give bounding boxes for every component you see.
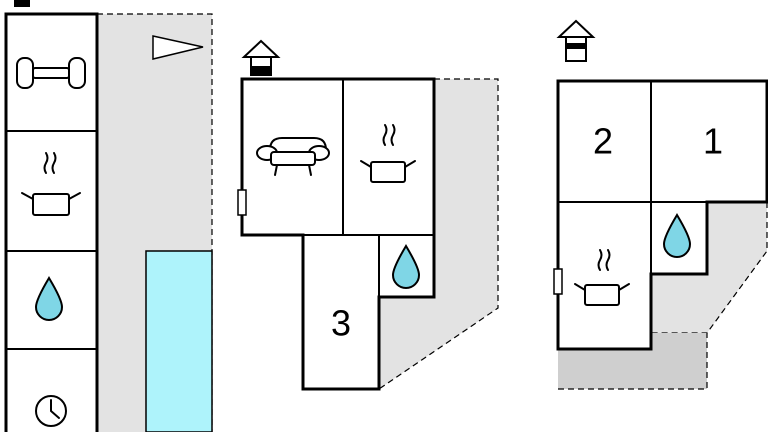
living-sofa-icon [256, 137, 330, 176]
bedroom-number: 2 [593, 121, 613, 162]
pool [145, 250, 213, 432]
floor-level-icon [241, 39, 281, 76]
middle-building-wall [240, 77, 436, 391]
bedroom-number: 3 [331, 303, 351, 344]
right-plan: 2 1 [553, 19, 768, 390]
right-door [553, 268, 563, 295]
kitchen-pot-icon [360, 124, 416, 183]
fitness-dumbbell-icon [16, 57, 86, 89]
bathroom-drop-icon [391, 244, 421, 289]
middle-outdoor-area [379, 79, 498, 389]
bedroom-number: 1 [703, 121, 723, 162]
middle-door [237, 189, 247, 216]
bathroom-drop-icon [34, 276, 64, 321]
pennant-flag-icon [152, 35, 204, 60]
right-outdoor-area [651, 192, 767, 333]
middle-plan: 3 [237, 39, 499, 391]
kitchen-pot-icon [574, 249, 630, 306]
left-top-marker [14, 0, 30, 7]
floor-level-icon [556, 19, 596, 62]
clock-icon [35, 395, 67, 427]
terrace [558, 333, 707, 389]
kitchen-pot-icon [21, 152, 81, 216]
bathroom-drop-icon [662, 213, 692, 258]
right-building-wall [556, 79, 768, 351]
left-building-wall [4, 12, 99, 432]
left-plan [4, 0, 213, 432]
